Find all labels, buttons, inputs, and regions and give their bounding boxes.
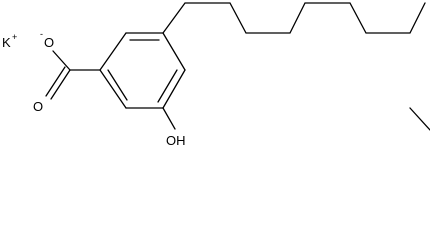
carboxylate-oxygen-top-charge: -	[40, 29, 43, 39]
nonyl-chain	[162, 2, 426, 34]
structure-diagram: K + - O O OH	[2, 2, 430, 148]
ring-bond-4	[162, 69, 186, 109]
bond-ring-oh	[162, 107, 176, 130]
bond-carboxyl-c-o-bottom-1	[50, 69, 71, 100]
ring-double-bond-right	[157, 69, 178, 103]
ring-bond-1	[99, 32, 127, 71]
chain-terminal	[409, 107, 430, 131]
bond-carboxyl-c-o-top	[52, 50, 71, 71]
hydroxyl-group: OH	[166, 133, 186, 148]
carboxylate-oxygen-bottom: O	[33, 99, 43, 114]
potassium-symbol: K	[2, 35, 11, 50]
carboxylate-oxygen-top: O	[44, 35, 54, 50]
bond-carboxyl-c-o-bottom-2	[45, 66, 66, 97]
potassium-charge: +	[12, 32, 17, 42]
ring-bond-6	[99, 69, 127, 109]
ring-double-bond-left	[107, 69, 128, 101]
ring-bond-3	[162, 32, 186, 71]
